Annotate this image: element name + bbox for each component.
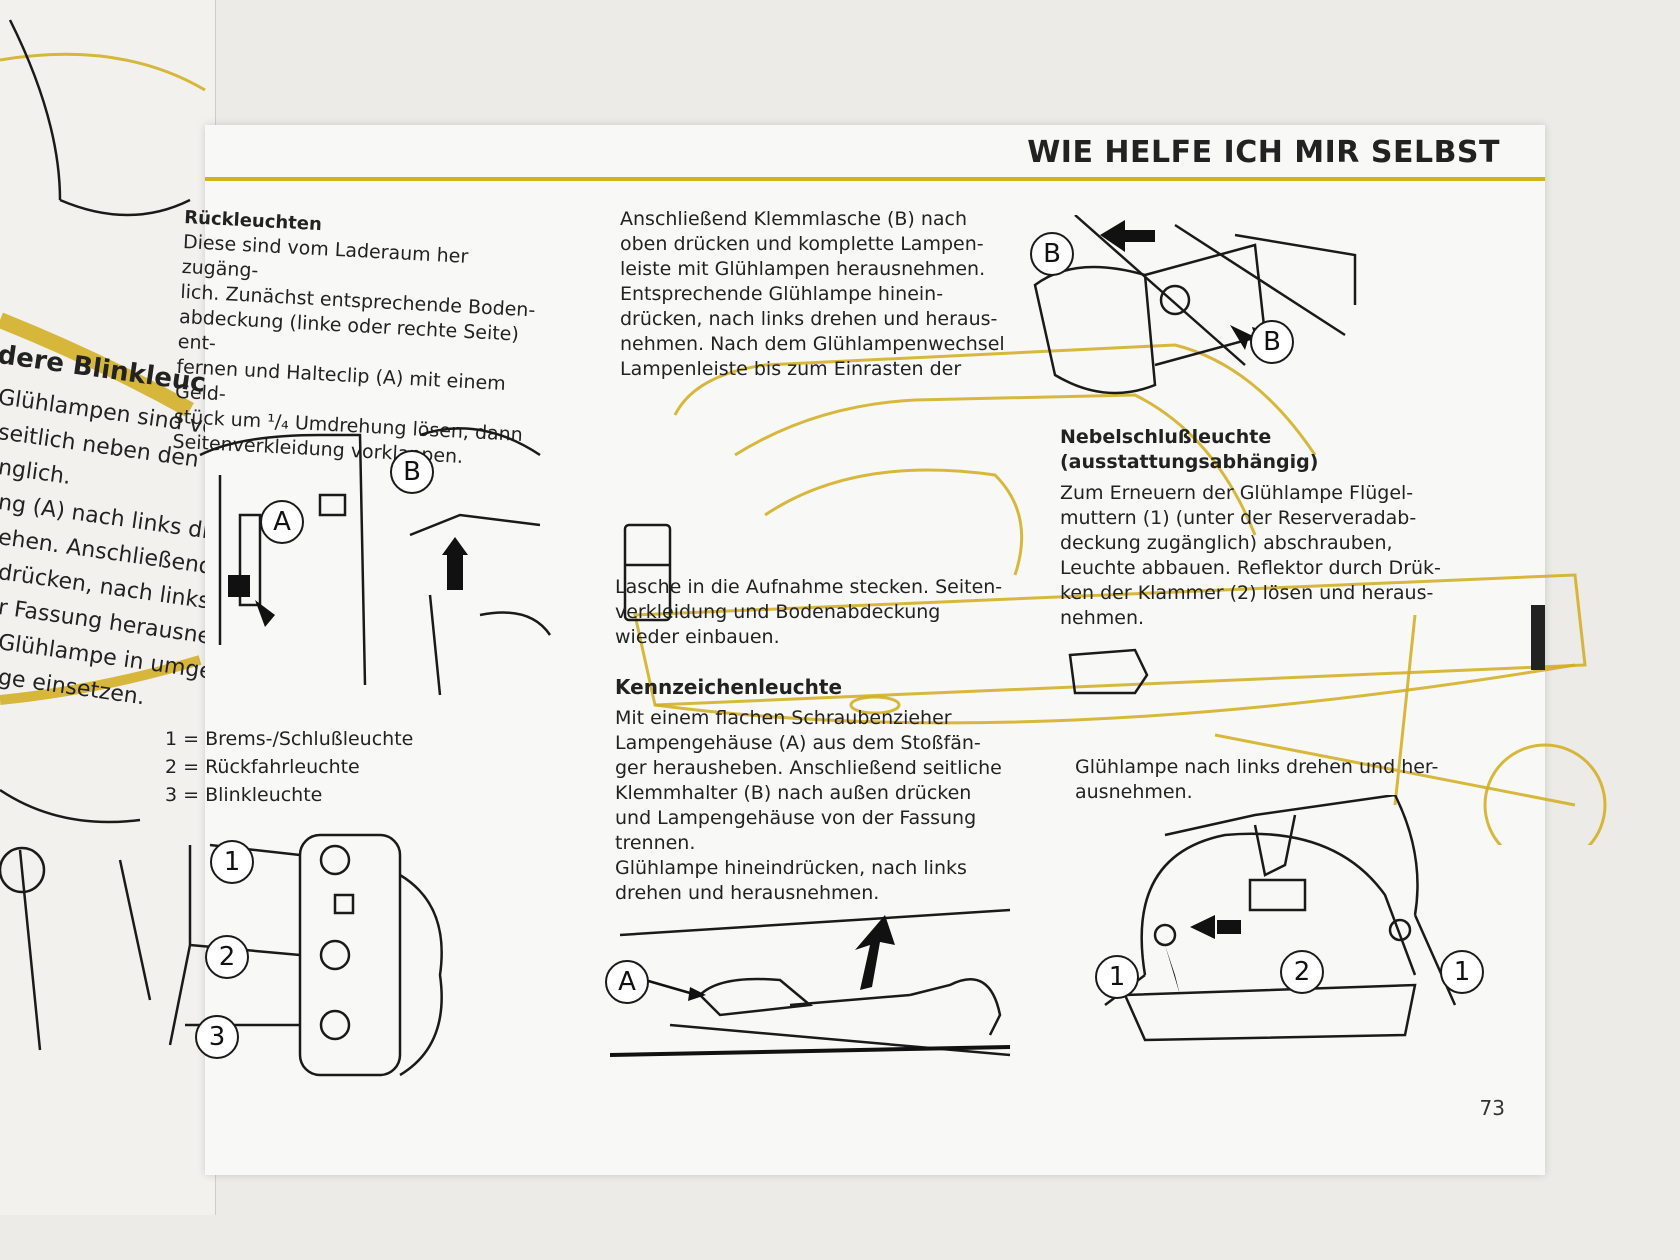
kennzeichen-heading: Kennzeichenleuchte (615, 675, 843, 699)
column2-top-text: Anschließend Klemmlasche (B) nach oben d… (620, 207, 1040, 382)
text-line: Zum Erneuern der Glühlampe Flügel- (1060, 482, 1414, 504)
text-line: deckung zugänglich) abschrauben, (1060, 532, 1393, 554)
page-title: WIE HELFE ICH MIR SELBST (1027, 135, 1500, 170)
text-line: muttern (1) (unter der Reserveradab- (1060, 507, 1417, 529)
chapter-tab-marker (1531, 605, 1545, 670)
nebel-subheading: (ausstattungsabhängig) (1060, 451, 1319, 473)
label-3: 3 (195, 1015, 239, 1059)
text-line: leiste mit Glühlampen herausnehmen. (620, 258, 986, 280)
label-2: 2 (205, 935, 249, 979)
text-line: Lampengehäuse (A) aus dem Stoßfän- (615, 732, 981, 754)
label-2-clamp: 2 (1280, 950, 1324, 994)
text-line: nehmen. Nach dem Glühlampenwechsel (620, 333, 1005, 355)
nebel-bottom-text: Glühlampe nach links drehen und her- aus… (1075, 755, 1495, 805)
text-line: Entsprechende Glühlampe hinein- (620, 283, 944, 305)
label-b-clip-bottom: B (1250, 320, 1294, 364)
text-line: ger herausheben. Anschließend seitliche (615, 757, 1002, 779)
text-line: Glühlampe nach links drehen und her- (1075, 756, 1439, 778)
right-page: WIE HELFE ICH MIR SELBST Rückleuchten Di… (165, 125, 1607, 1175)
label-a-plate: A (605, 960, 649, 1004)
text-line: Glühlampe hineindrücken, nach links (615, 857, 967, 879)
label-b: B (390, 450, 434, 494)
legend-item: 2 = Rückfahrleuchte (165, 756, 360, 778)
screwdriver-illustration (610, 908, 1011, 1057)
text-line: drücken, nach links drehen und heraus- (620, 308, 998, 330)
fog-lamp-housing-icon (1068, 648, 1149, 695)
text-line: Lasche in die Aufnahme stecken. Seiten- (615, 576, 1003, 598)
legend-item: 3 = Blinkleuchte (165, 784, 323, 806)
page-number: 73 (1479, 1096, 1505, 1120)
text-line: Leuchte abbauen. Reflektor durch Drük- (1060, 557, 1441, 579)
text-line: Anschließend Klemmlasche (B) nach (620, 208, 968, 230)
fog-lamp-assembly-illustration (1104, 795, 1457, 1042)
column2-mid-text: Lasche in die Aufnahme stecken. Seiten- … (615, 575, 1035, 650)
label-1-left: 1 (1095, 955, 1139, 999)
text-line: und Lampengehäuse von der Fassung (615, 807, 977, 829)
label-1: 1 (210, 840, 254, 884)
kennzeichen-section: Kennzeichenleuchte Mit einem flachen Sch… (615, 675, 1045, 906)
text-line: Lampenleiste bis zum Einrasten der (620, 358, 962, 380)
text-line: ausnehmen. (1075, 781, 1193, 803)
nebel-heading: Nebelschlußleuchte (1060, 426, 1272, 448)
text-line: Mit einem flachen Schraubenzieher (615, 707, 952, 729)
label-b-clip-top: B (1030, 232, 1074, 276)
lamp-strip-illustration (168, 833, 443, 1077)
text-line: verkleidung und Bodenabdeckung (615, 601, 941, 623)
text-line: trennen. (615, 832, 696, 854)
text-line: Klemmhalter (B) nach außen drücken (615, 782, 972, 804)
label-a: A (260, 500, 304, 544)
text-line: wieder einbauen. (615, 626, 780, 648)
accent-rule (205, 177, 1545, 181)
label-1-right: 1 (1440, 950, 1484, 994)
left-page: dere Blinkleuchten Glühlampen sind vom s… (0, 0, 216, 1215)
legend-item: 1 = Brems-/Schlußleuchte (165, 728, 414, 750)
text-line: ken der Klammer (2) lösen und heraus- (1060, 582, 1434, 604)
trunk-clip-illustration (199, 427, 552, 696)
text-line: oben drücken und komplette Lampen- (620, 233, 984, 255)
left-page-illustration (0, 19, 206, 1051)
legend-list: 1 = Brems-/Schlußleuchte 2 = Rückfahrleu… (165, 725, 465, 809)
car-rear-illustration (623, 343, 1607, 845)
text-line: nehmen. (1060, 607, 1145, 629)
text-line: drehen und herausnehmen. (615, 882, 880, 904)
nebel-section: Nebelschlußleuchte (ausstattungsabhängig… (1060, 425, 1480, 631)
